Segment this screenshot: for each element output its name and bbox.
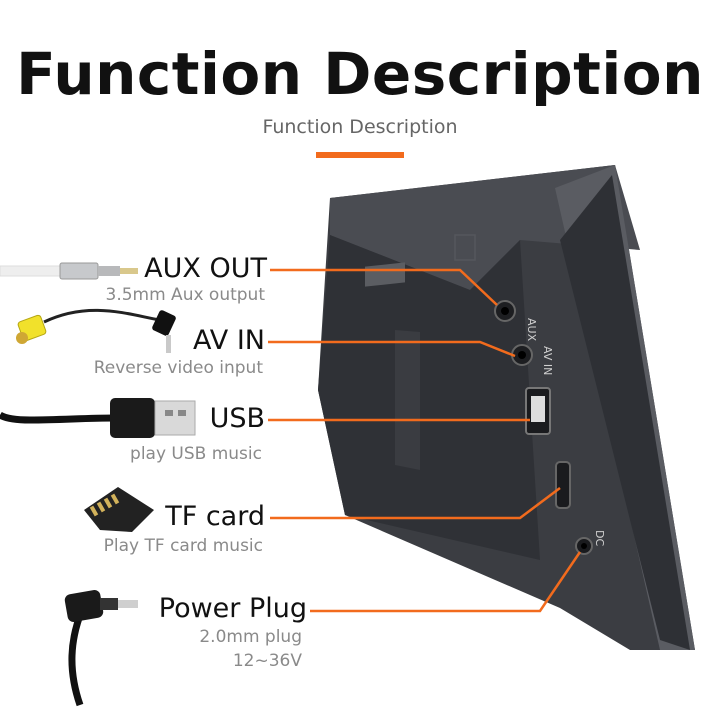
rca-cable-icon <box>16 308 176 353</box>
aux-port-label: AUX <box>525 318 538 342</box>
feature-desc-av-in: Reverse video input <box>93 358 263 378</box>
aux-cable-icon <box>0 262 138 280</box>
page-title: Function Description <box>16 40 704 108</box>
accent-bar <box>316 152 404 158</box>
dc-port-label: DC <box>593 530 606 546</box>
feature-label-av-in: AV IN <box>193 325 265 356</box>
feature-desc-power-plug: 2.0mm plug <box>199 627 302 647</box>
usb-cable-icon <box>0 398 196 438</box>
feature-label-usb: USB <box>209 403 265 434</box>
feature-label-aux-out: AUX OUT <box>144 253 267 284</box>
feature-desc-usb: play USB music <box>130 444 262 464</box>
power-plug-icon <box>64 590 138 707</box>
device-body <box>318 165 695 650</box>
leader-lines <box>268 268 582 613</box>
page-subtitle: Function Description <box>262 116 458 138</box>
tf-slot <box>555 461 571 509</box>
feature-desc-tf-card: Play TF card music <box>103 536 263 556</box>
feature-desc-aux-out: 3.5mm Aux output <box>105 285 266 305</box>
feature-label-power-plug: Power Plug <box>158 593 307 624</box>
feature-desc2-power-plug: 12~36V <box>232 651 302 671</box>
tf-card-icon <box>84 487 154 532</box>
feature-label-tf-card: TF card <box>165 501 265 532</box>
av-port-label: AV IN <box>541 346 554 375</box>
